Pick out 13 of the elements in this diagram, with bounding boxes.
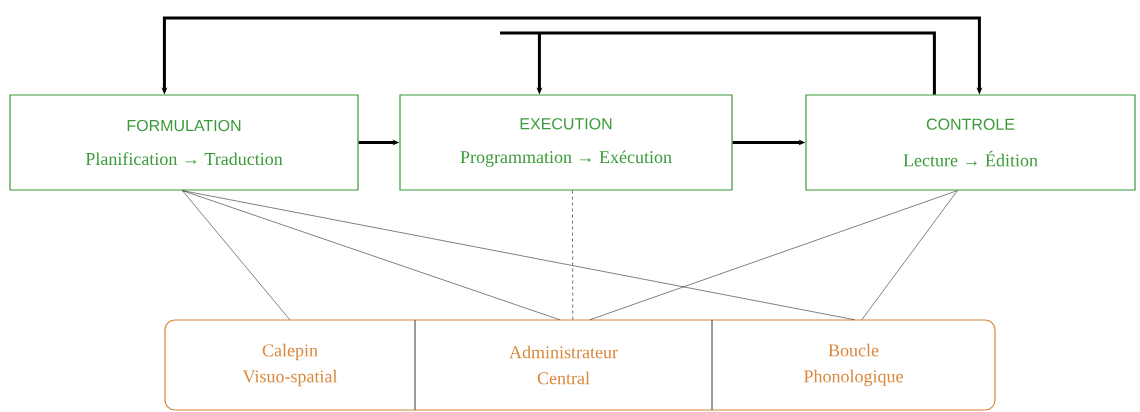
memory-component: Calepin Visuo-spatial bbox=[242, 343, 338, 387]
connector-line bbox=[861, 190, 958, 321]
process-box: EXECUTION Programmation → Exécution bbox=[399, 94, 733, 191]
process-box: FORMULATION Planification → Traduction bbox=[9, 94, 359, 191]
connector-line bbox=[182, 190, 291, 321]
memory-component: Administrateur Central bbox=[509, 345, 618, 385]
connector-line bbox=[589, 190, 958, 321]
memory-component: Boucle Phonologique bbox=[804, 343, 903, 387]
connector-line bbox=[182, 190, 561, 321]
connector-line bbox=[572, 190, 574, 321]
arrow bbox=[498, 31, 936, 95]
connector-line bbox=[182, 190, 856, 321]
process-box: CONTROLE Lecture → Édition bbox=[805, 94, 1136, 191]
